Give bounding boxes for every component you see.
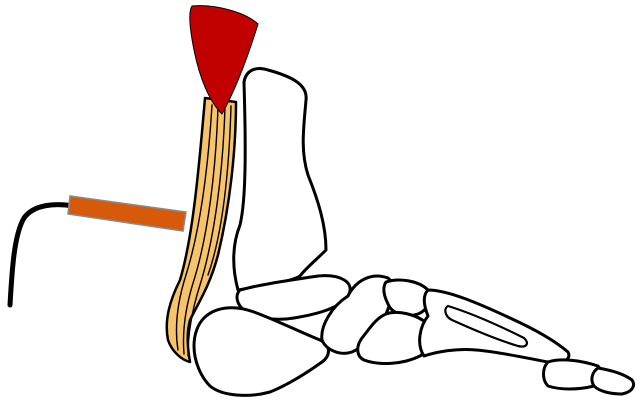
calcaneus	[194, 308, 329, 396]
phalanx-distal	[592, 368, 634, 394]
ultrasound-probe	[68, 196, 186, 231]
probe-cable	[10, 205, 74, 305]
tibia	[234, 69, 326, 291]
